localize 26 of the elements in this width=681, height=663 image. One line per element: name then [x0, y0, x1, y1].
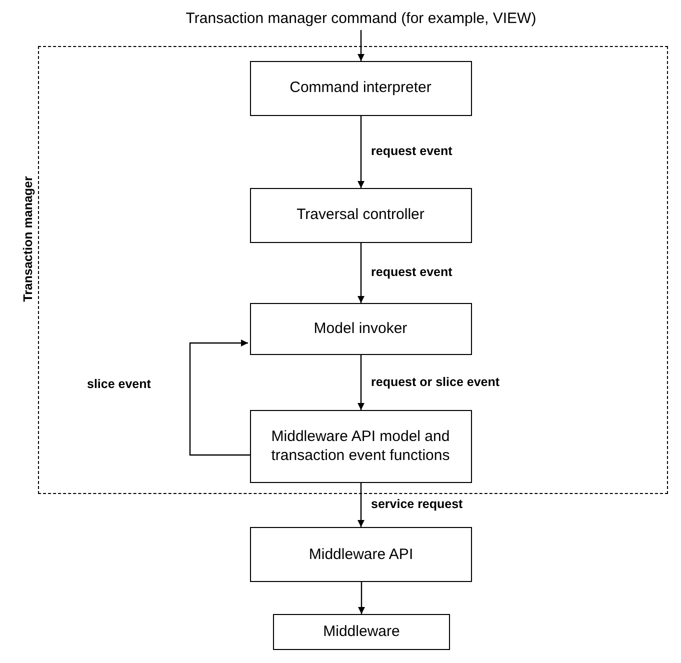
box-text: Command interpreter	[290, 78, 432, 98]
edge-label: request event	[369, 265, 454, 279]
process-box	[250, 302, 472, 354]
box-text: Model invoker	[314, 318, 408, 338]
process-box	[250, 410, 472, 482]
arrow	[358, 483, 364, 527]
edge-label: service request	[369, 497, 465, 511]
arrow	[358, 116, 364, 188]
arrow	[358, 30, 364, 61]
arrow	[358, 582, 365, 614]
process-box	[273, 614, 450, 650]
arrow	[358, 355, 364, 410]
box-text: Middleware	[323, 622, 400, 642]
process-box	[250, 527, 472, 582]
process-box	[250, 188, 472, 242]
box-text: Middleware API	[308, 544, 414, 564]
arrow	[358, 243, 364, 303]
box-text: Traversal controller	[296, 205, 424, 225]
edge-label: request event	[369, 144, 454, 158]
command-text: Transaction manager command (for example, VIEW)	[186, 10, 536, 26]
box-text: Middleware API model and transaction event functions	[270, 426, 451, 466]
edge-label: slice event	[85, 377, 153, 391]
arrow	[189, 340, 250, 456]
process-box	[250, 60, 472, 116]
edge-label: request or slice event	[369, 374, 502, 388]
group-title: Transaction manager	[21, 175, 35, 304]
